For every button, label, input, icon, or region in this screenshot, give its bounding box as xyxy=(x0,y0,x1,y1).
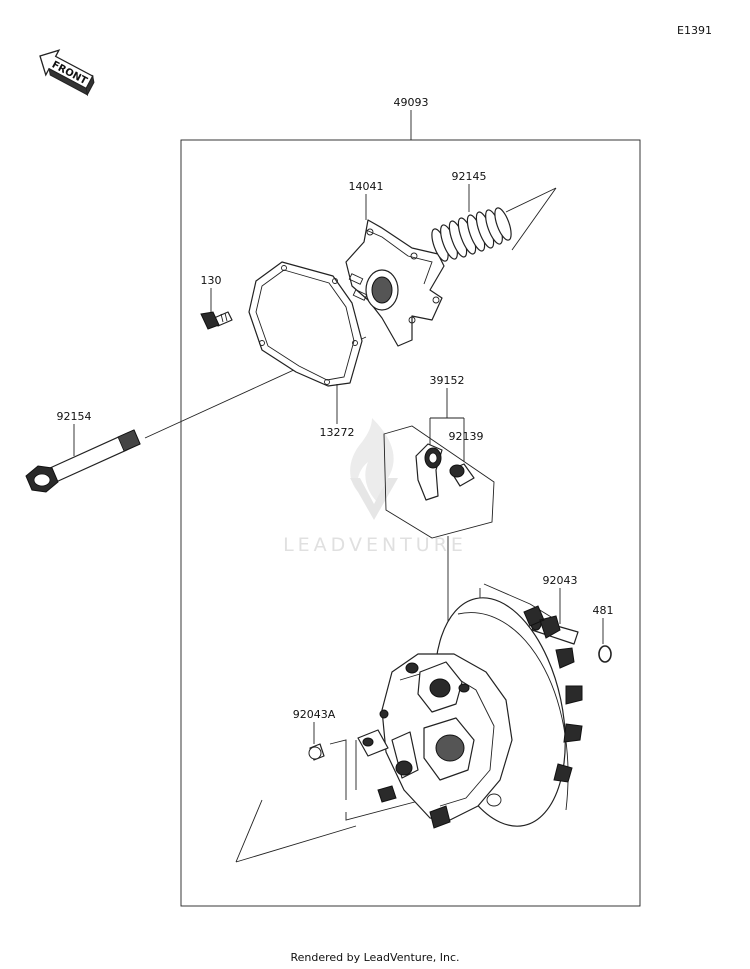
bushing-92043a xyxy=(308,743,325,761)
spring-92145 xyxy=(431,207,512,262)
label-14041: 14041 xyxy=(349,180,384,193)
weight-set-box xyxy=(383,425,495,539)
bolt-92154 xyxy=(25,429,141,493)
diagram-id: E1391 xyxy=(677,24,712,37)
label-13272: 13272 xyxy=(320,426,355,439)
lower-bracket xyxy=(329,739,431,821)
leader-39152 xyxy=(429,388,465,462)
label-92145: 92145 xyxy=(452,170,487,183)
watermark-flame-icon xyxy=(350,418,394,505)
watermark-text: LEADVENTURE xyxy=(283,534,467,556)
label-130: 130 xyxy=(201,274,222,287)
watermark: LEADVENTURE xyxy=(283,418,467,556)
front-arrow-icon: FRONT xyxy=(39,49,95,97)
label-92154: 92154 xyxy=(57,410,92,423)
footer-credit: Rendered by LeadVenture, Inc. xyxy=(290,951,460,964)
label-92139: 92139 xyxy=(449,430,484,443)
cover-14041 xyxy=(345,219,445,347)
lower-axis xyxy=(235,799,357,863)
axis-upper xyxy=(505,187,557,251)
label-92043a: 92043A xyxy=(293,708,336,721)
gasket-13272 xyxy=(248,261,363,387)
label-481: 481 xyxy=(593,604,614,617)
assembly-frame xyxy=(180,139,641,907)
bolt-130 xyxy=(200,311,233,330)
label-39152: 39152 xyxy=(430,374,465,387)
ring-481 xyxy=(598,645,612,663)
label-49093: 49093 xyxy=(394,96,429,109)
roller-weight xyxy=(415,443,443,501)
clutch-body xyxy=(357,597,583,829)
label-92043: 92043 xyxy=(543,574,578,587)
collar-92139 xyxy=(449,463,475,487)
watermark-v-icon xyxy=(350,478,398,520)
